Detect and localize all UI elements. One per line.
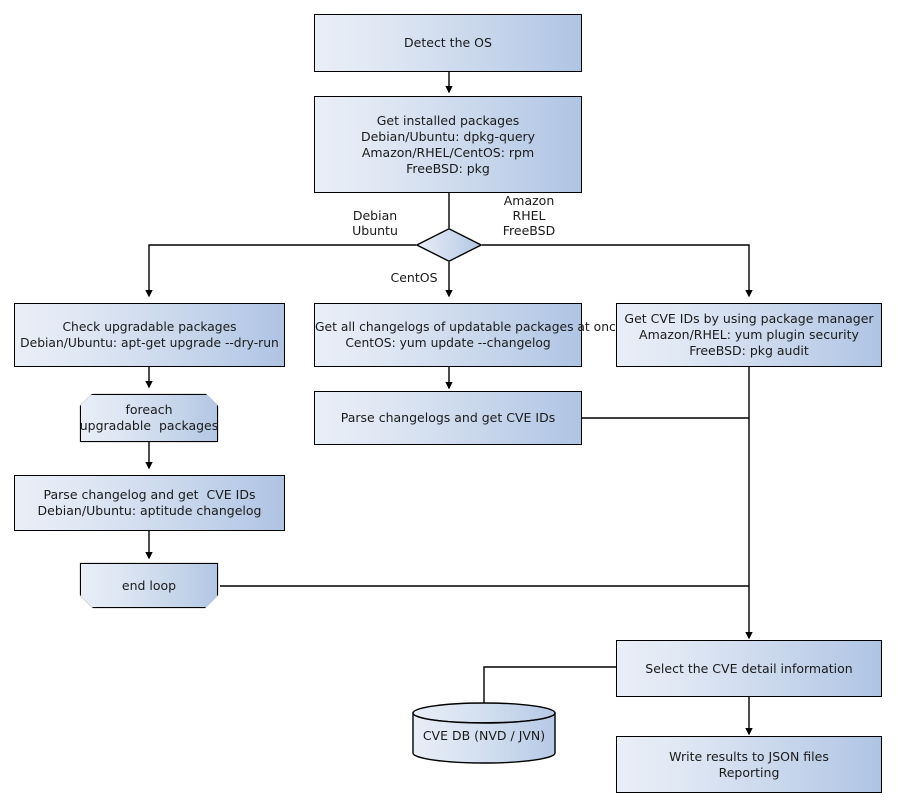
edge-label-centos: CentOS — [390, 270, 438, 285]
node-os-decision[interactable] — [415, 228, 483, 262]
node-cve-db-label: CVE DB (NVD / JVN) — [422, 728, 546, 743]
node-parse-changelog-debian[interactable]: Parse changelog and get CVE IDs Debian/U… — [14, 475, 285, 531]
node-foreach-loop-wrapper: foreach upgradable packages — [80, 394, 218, 442]
node-detect-os[interactable]: Detect the OS — [314, 14, 582, 72]
node-cve-db[interactable]: CVE DB (NVD / JVN) — [412, 702, 556, 764]
node-parse-changelogs-centos[interactable]: Parse changelogs and get CVE IDs — [314, 391, 582, 445]
edge-decision-amazon — [482, 244, 753, 298]
node-get-installed-packages[interactable]: Get installed packages Debian/Ubuntu: dp… — [314, 96, 582, 193]
node-get-cve-ids-pkgmgr[interactable]: Get CVE IDs by using package manager Ama… — [616, 303, 882, 367]
node-write-results[interactable]: Write results to JSON files Reporting — [616, 736, 882, 793]
edge-db-to-select — [483, 666, 616, 707]
node-get-all-changelogs[interactable]: Get all changelogs of updatable packages… — [314, 303, 624, 367]
edge-label-amazon-rhel-freebsd: Amazon RHEL FreeBSD — [502, 193, 556, 238]
node-end-loop[interactable]: end loop — [80, 563, 218, 608]
edge-decision-debian — [145, 244, 416, 298]
node-select-cve-detail[interactable]: Select the CVE detail information — [616, 640, 882, 697]
node-foreach-loop[interactable]: foreach upgradable packages — [80, 394, 218, 442]
edge-label-debian-ubuntu: Debian Ubuntu — [352, 208, 398, 238]
node-end-loop-wrapper: end loop — [80, 563, 218, 608]
node-check-upgradable[interactable]: Check upgradable packages Debian/Ubuntu:… — [14, 303, 285, 367]
node-get-all-changelogs-label: Get all changelogs of updatable packages… — [315, 320, 624, 350]
